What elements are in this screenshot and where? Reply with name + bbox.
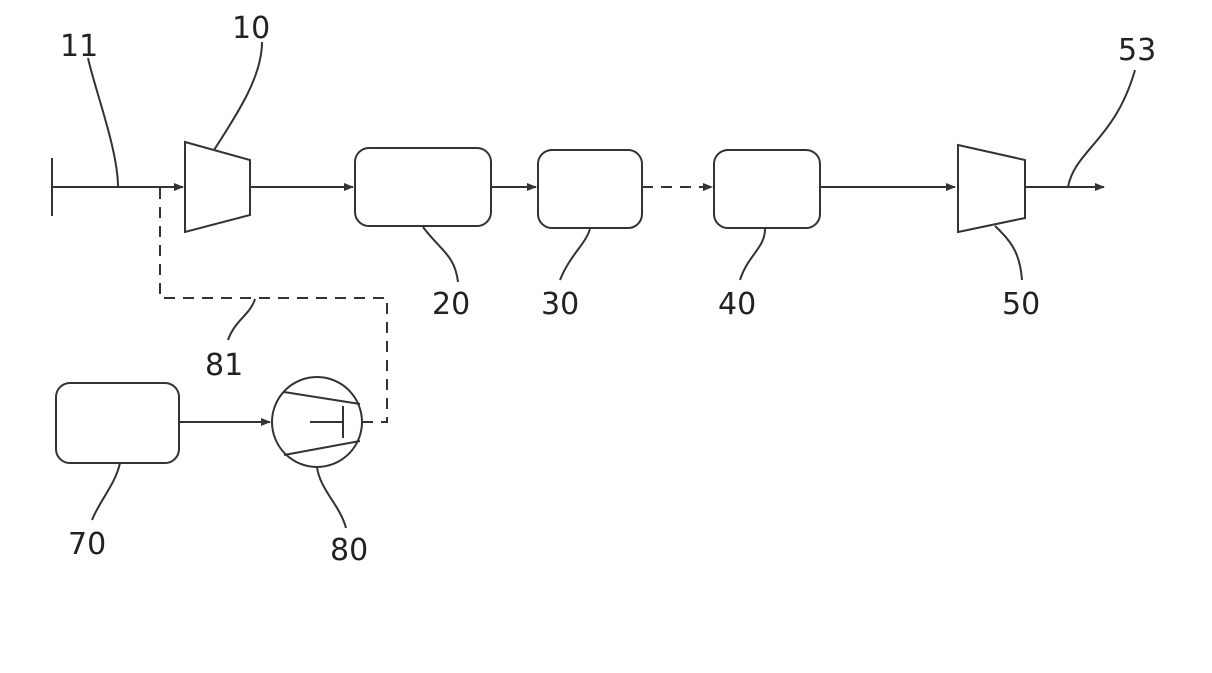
label-80: 80: [330, 533, 368, 568]
label-53: 53: [1118, 33, 1156, 68]
label-81: 81: [205, 348, 243, 383]
leader-11: [88, 58, 118, 187]
leader-30: [560, 229, 590, 280]
leader-40: [740, 229, 765, 280]
block-40: [714, 150, 820, 228]
label-20: 20: [432, 287, 470, 322]
block-30: [538, 150, 642, 228]
turbine-50: [958, 145, 1025, 232]
component-80: [272, 377, 362, 467]
leader-70: [92, 463, 120, 520]
label-40: 40: [718, 287, 756, 322]
leader-81: [228, 299, 255, 340]
leader-10: [214, 42, 262, 150]
leader-50: [995, 226, 1022, 280]
label-70: 70: [68, 527, 106, 562]
block-70: [56, 383, 179, 463]
label-11: 11: [60, 29, 98, 64]
block-20: [355, 148, 491, 226]
compressor-10: [185, 142, 250, 232]
leader-20: [423, 227, 458, 282]
leader-80: [317, 467, 346, 528]
leader-53: [1068, 70, 1135, 187]
label-50: 50: [1002, 287, 1040, 322]
label-10: 10: [232, 11, 270, 46]
label-30: 30: [541, 287, 579, 322]
